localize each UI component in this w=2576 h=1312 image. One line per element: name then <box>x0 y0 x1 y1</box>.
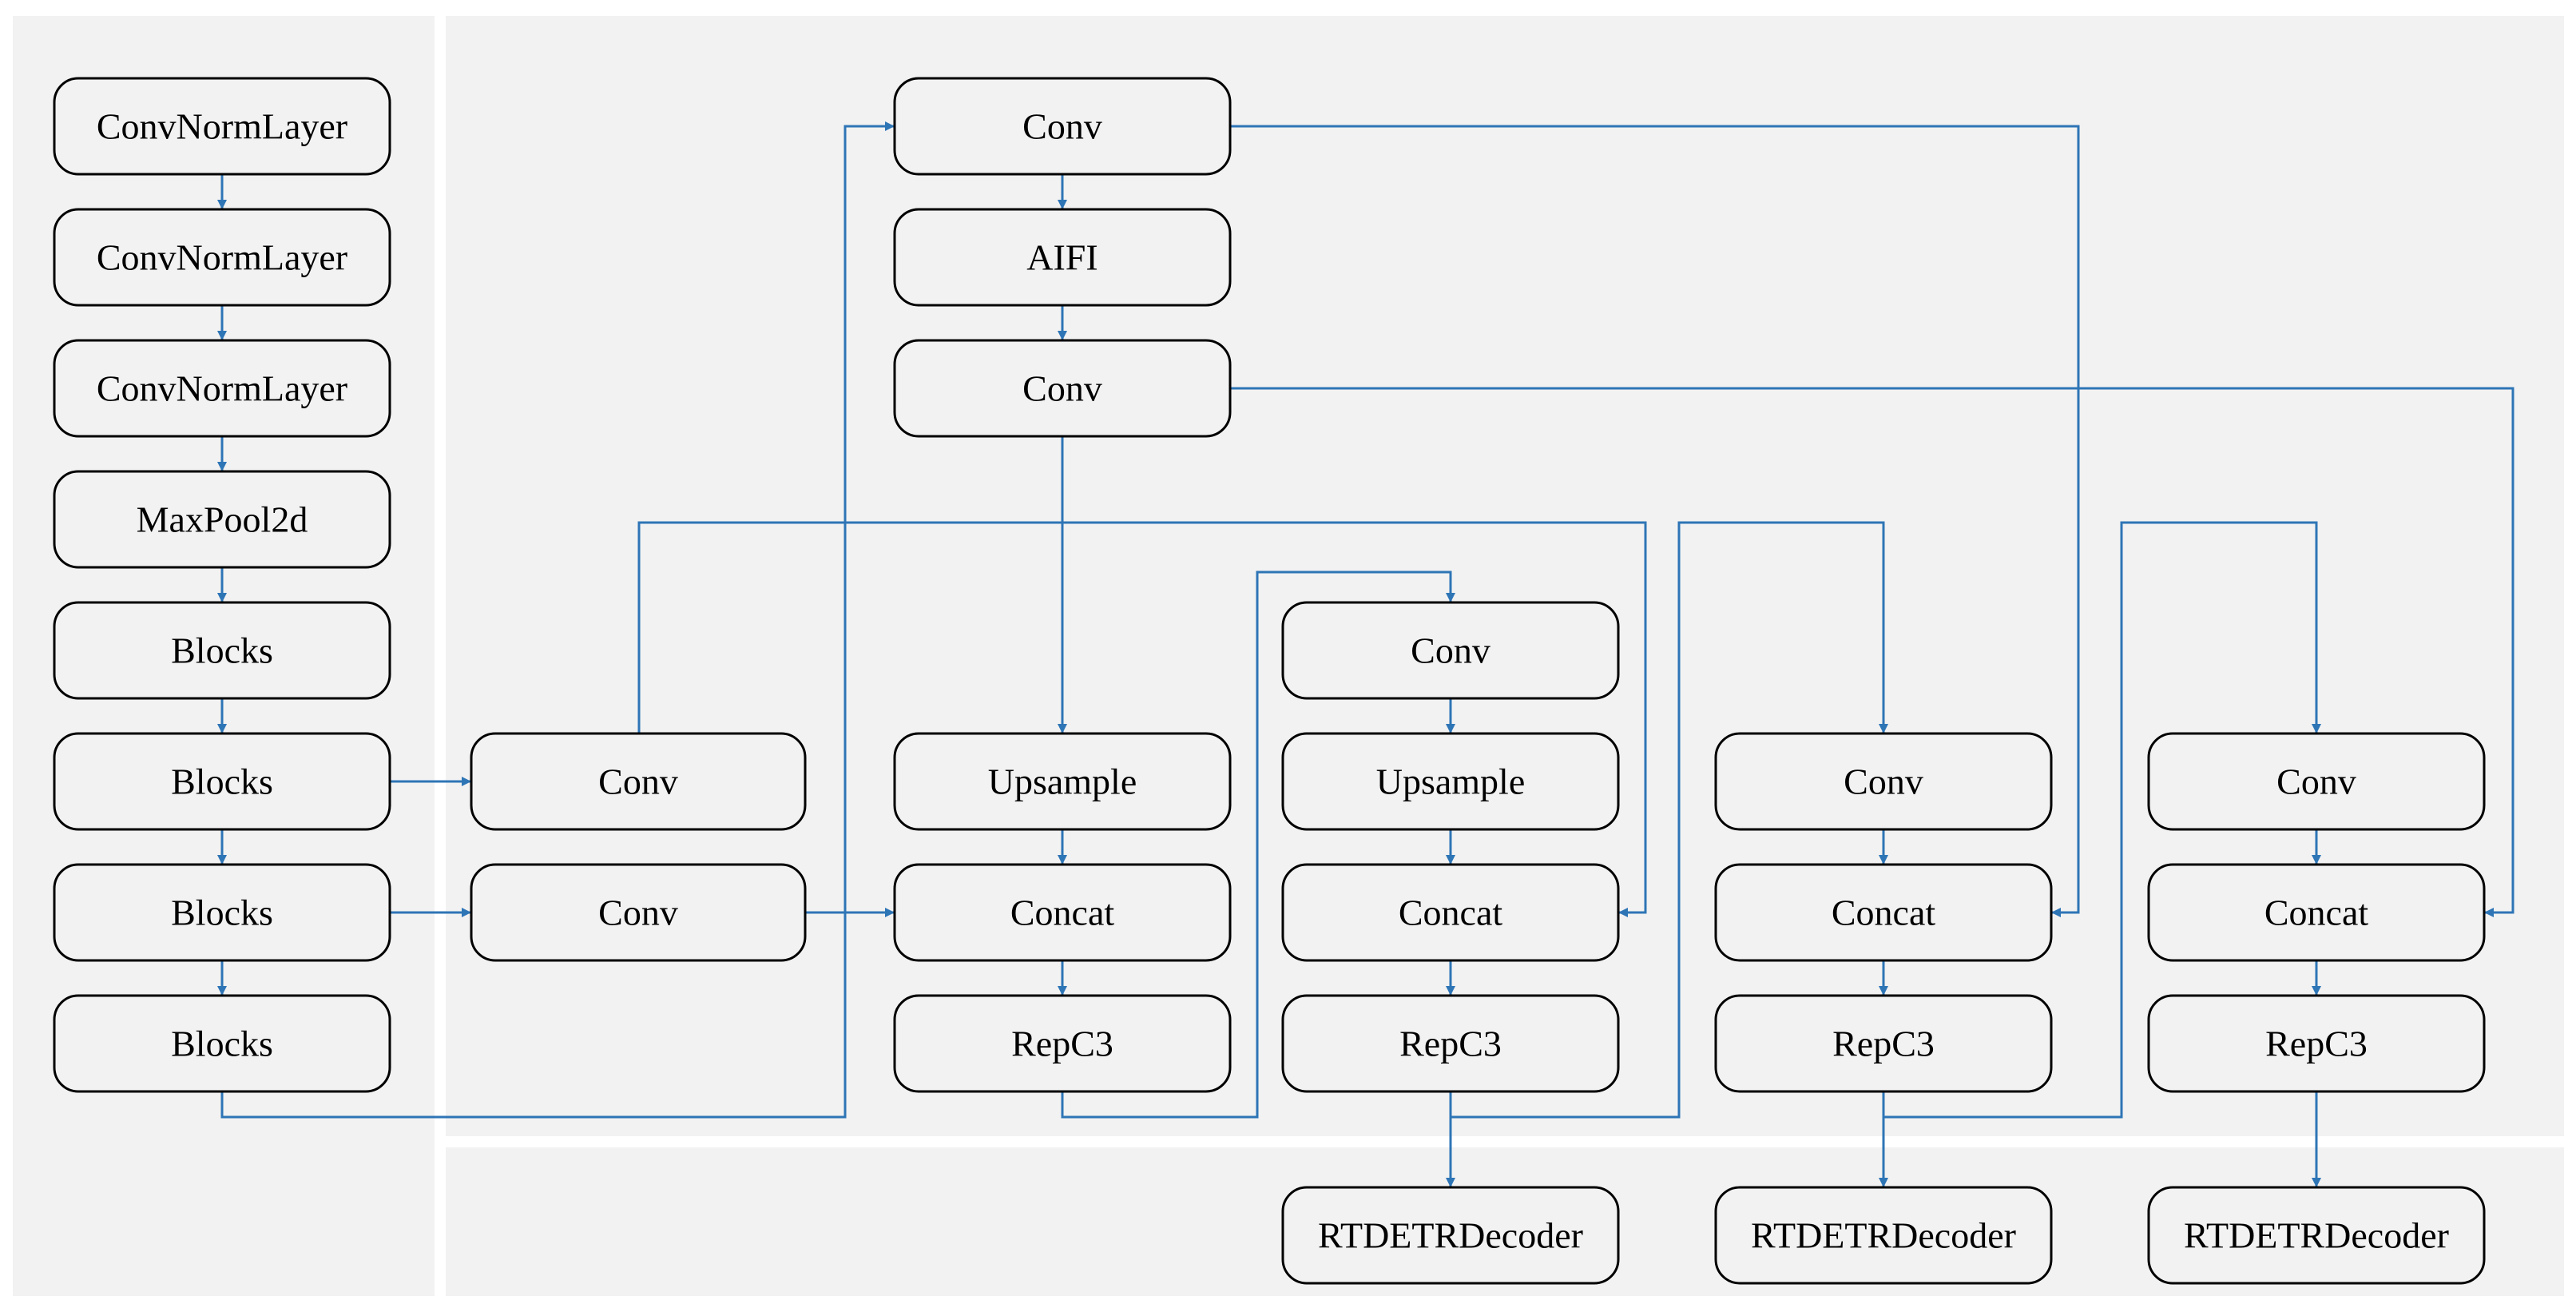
node-label: ConvNormLayer <box>97 106 347 147</box>
node-label: Conv <box>1022 368 1102 409</box>
node-label: Blocks <box>171 1024 273 1064</box>
backbone-blocks-3: Blocks <box>53 863 391 962</box>
node-label: Concat <box>1010 893 1115 933</box>
node-label: RepC3 <box>2265 1024 2368 1064</box>
backbone-blocks-4: Blocks <box>53 994 391 1093</box>
node-label: Upsample <box>988 761 1137 802</box>
node-label: Conv <box>598 761 678 802</box>
fuse3-conv: Conv <box>1714 732 2053 831</box>
rtdetr-decoder-3: RTDETRDecoder <box>2147 1186 2486 1285</box>
node-label: RepC3 <box>1011 1024 1113 1064</box>
node-label: RepC3 <box>1399 1024 1502 1064</box>
node-label: Concat <box>1832 893 1936 933</box>
backbone-blocks-2: Blocks <box>53 732 391 831</box>
node-label: RTDETRDecoder <box>2184 1215 2449 1256</box>
top-aifi: AIFI <box>893 208 1232 307</box>
node-label: Blocks <box>171 761 273 802</box>
node-label: Conv <box>2276 761 2356 802</box>
node-label: MaxPool2d <box>137 499 308 540</box>
node-label: ConvNormLayer <box>97 368 347 409</box>
lateral-conv-2: Conv <box>470 863 807 962</box>
node-label: Conv <box>1022 106 1102 147</box>
top-conv-1: Conv <box>893 77 1232 176</box>
fuse4-concat: Concat <box>2147 863 2486 962</box>
backbone-convnormlayer-2: ConvNormLayer <box>53 208 391 307</box>
node-label: Blocks <box>171 893 273 933</box>
backbone-maxpool2d: MaxPool2d <box>53 470 391 569</box>
rtdetr-decoder-1: RTDETRDecoder <box>1281 1186 1620 1285</box>
node-label: Conv <box>598 893 678 933</box>
node-label: ConvNormLayer <box>97 237 347 278</box>
fuse2-conv: Conv <box>1281 601 1620 700</box>
node-label: Conv <box>1411 630 1490 671</box>
fuse1-upsample: Upsample <box>893 732 1232 831</box>
node-label: RTDETRDecoder <box>1318 1215 1583 1256</box>
fuse2-concat: Concat <box>1281 863 1620 962</box>
node-label: Concat <box>1399 893 1503 933</box>
top-conv-2: Conv <box>893 339 1232 438</box>
node-label: Conv <box>1844 761 1923 802</box>
rtdetr-decoder-2: RTDETRDecoder <box>1714 1186 2053 1285</box>
fuse4-repc3: RepC3 <box>2147 994 2486 1093</box>
backbone: ConvNormLayer ConvNormLayer ConvNormLaye… <box>53 77 391 1093</box>
node-label: Upsample <box>1376 761 1526 802</box>
backbone-convnormlayer-3: ConvNormLayer <box>53 339 391 438</box>
backbone-blocks-1: Blocks <box>53 601 391 700</box>
node-label: AIFI <box>1026 237 1097 278</box>
node-label: RTDETRDecoder <box>1751 1215 2016 1256</box>
lateral-conv-1: Conv <box>470 732 807 831</box>
fuse3-repc3: RepC3 <box>1714 994 2053 1093</box>
node-label: RepC3 <box>1832 1024 1935 1064</box>
node-label: Concat <box>2264 893 2369 933</box>
fuse1-repc3: RepC3 <box>893 994 1232 1093</box>
neck: Conv Conv Conv AIFI Conv Upsample Concat… <box>470 77 2486 1093</box>
fuse2-repc3: RepC3 <box>1281 994 1620 1093</box>
fuse3-concat: Concat <box>1714 863 2053 962</box>
heads: RTDETRDecoder RTDETRDecoder RTDETRDecode… <box>1281 1186 2486 1285</box>
neck-panel <box>446 16 2564 1136</box>
connections <box>217 121 2514 1187</box>
fuse4-conv: Conv <box>2147 732 2486 831</box>
fuse1-concat: Concat <box>893 863 1232 962</box>
fuse2-upsample: Upsample <box>1281 732 1620 831</box>
node-label: Blocks <box>171 630 273 671</box>
backbone-convnormlayer-1: ConvNormLayer <box>53 77 391 176</box>
